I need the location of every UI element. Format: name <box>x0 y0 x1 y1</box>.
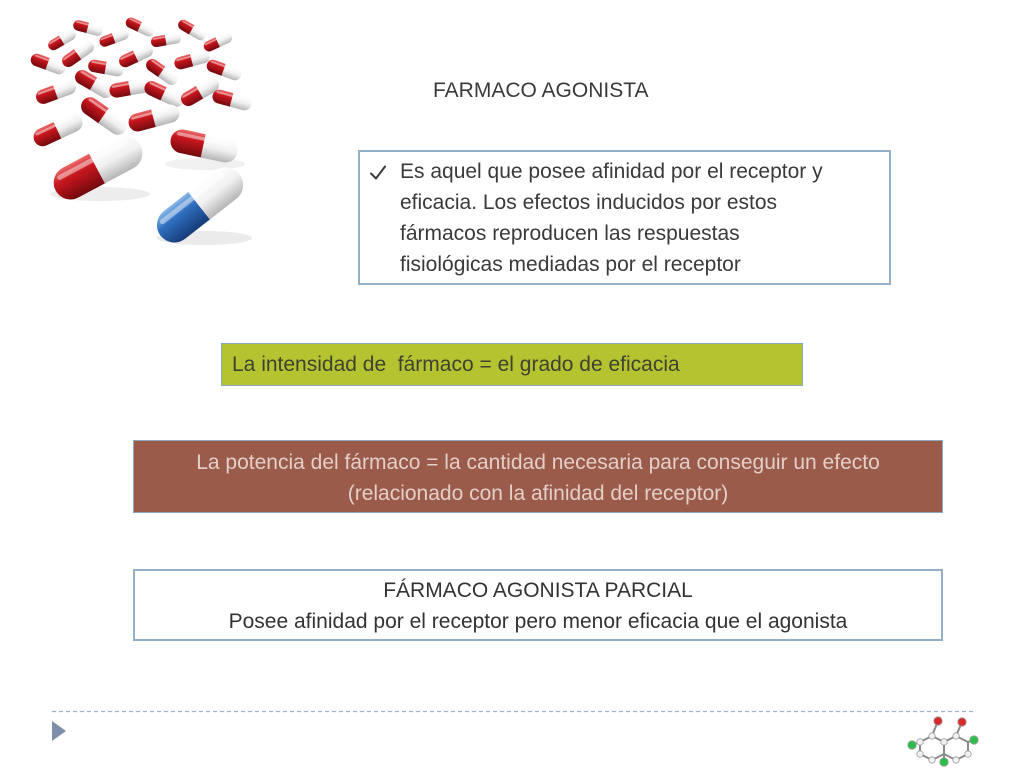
potency-box: La potencia del fármaco = la cantidad ne… <box>133 440 943 513</box>
definition-line: Es aquel que posee afinidad por el recep… <box>400 160 823 183</box>
slide-title: FARMACO AGONISTA <box>433 79 649 102</box>
definition-text: Es aquel que posee afinidad por el recep… <box>400 156 823 280</box>
definition-line: fisiológicas mediadas por el receptor <box>400 253 741 276</box>
partial-agonist-heading: FÁRMACO AGONISTA PARCIAL <box>383 579 693 602</box>
footer-divider <box>52 710 973 713</box>
definition-box: Es aquel que posee afinidad por el recep… <box>358 150 891 285</box>
check-icon <box>370 165 386 180</box>
play-triangle-icon <box>52 721 66 741</box>
intensity-box: La intensidad de fármaco = el grado de e… <box>221 343 803 386</box>
molecule-icon <box>907 716 979 767</box>
potency-line: (relacionado con la afinidad del recepto… <box>347 482 729 505</box>
definition-line: fármacos reproducen las respuestas <box>400 222 740 245</box>
potency-line: La potencia del fármaco = la cantidad ne… <box>196 451 880 474</box>
pills-image <box>28 15 254 250</box>
intensity-text: La intensidad de fármaco = el grado de e… <box>232 353 680 376</box>
partial-agonist-box: FÁRMACO AGONISTA PARCIAL Posee afinidad … <box>133 569 943 641</box>
partial-agonist-text: Posee afinidad por el receptor pero meno… <box>228 610 848 633</box>
definition-line: eficacia. Los efectos inducidos por esto… <box>400 191 778 214</box>
